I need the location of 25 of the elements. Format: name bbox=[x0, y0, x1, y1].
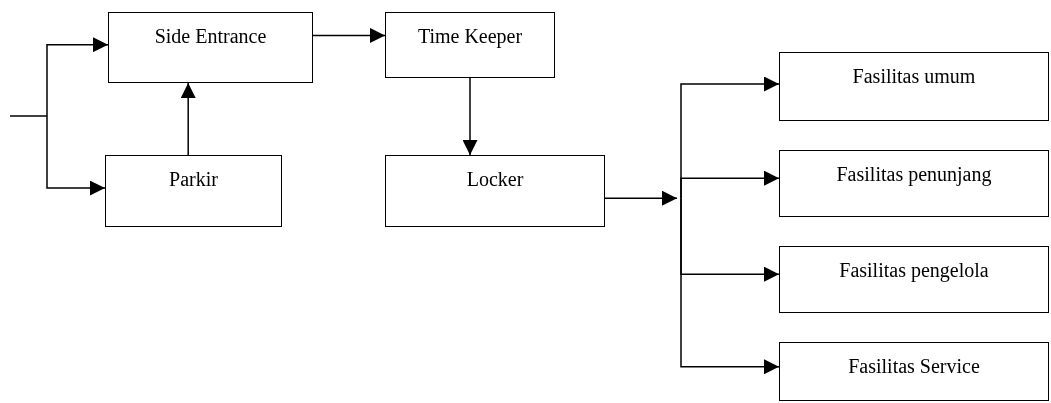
process-box bbox=[779, 52, 1049, 121]
connector-line bbox=[9, 115, 48, 117]
process-box bbox=[385, 12, 555, 78]
box-label: Parkir bbox=[169, 168, 218, 190]
arrow bbox=[680, 170, 780, 199]
process-box bbox=[779, 246, 1049, 313]
box-label: Fasilitas pengelola bbox=[839, 259, 989, 281]
box-label: Side Entrance bbox=[154, 25, 267, 47]
process-box bbox=[779, 342, 1049, 401]
arrow bbox=[604, 190, 678, 206]
arrow bbox=[680, 197, 780, 375]
process-box bbox=[385, 155, 605, 227]
process-box bbox=[108, 12, 313, 83]
box-label: Fasilitas umum bbox=[852, 65, 976, 87]
arrow bbox=[46, 115, 106, 196]
box-label: Fasilitas penunjang bbox=[836, 163, 992, 185]
arrow bbox=[46, 37, 109, 117]
box-label: Locker bbox=[466, 168, 524, 190]
box-label: Time Keeper bbox=[417, 25, 523, 47]
arrow bbox=[462, 77, 478, 156]
arrow bbox=[312, 27, 386, 43]
box-label: Fasilitas Service bbox=[848, 355, 980, 377]
arrow bbox=[180, 82, 196, 156]
process-box bbox=[105, 155, 282, 227]
process-box bbox=[779, 150, 1049, 217]
